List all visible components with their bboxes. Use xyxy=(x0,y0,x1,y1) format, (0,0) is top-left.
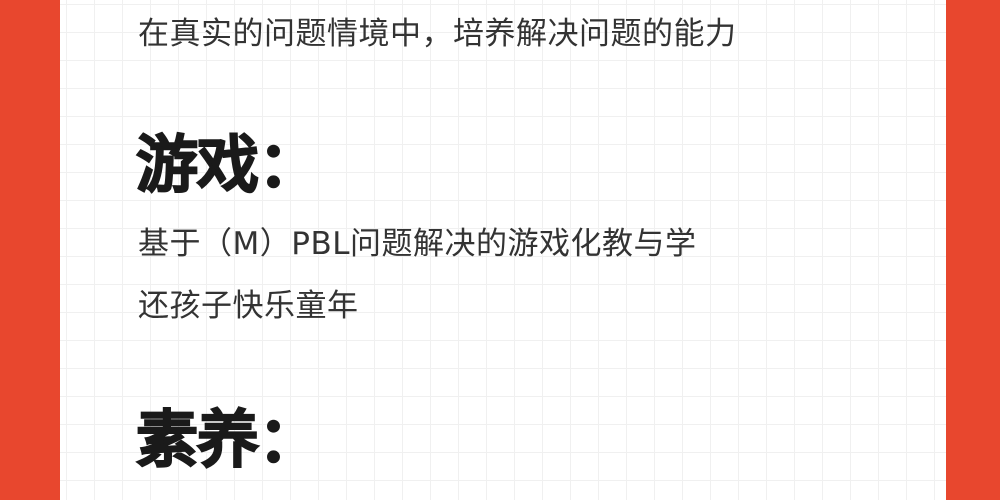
text-line-gamified-teaching: 基于（M）PBL问题解决的游戏化教与学 xyxy=(138,226,697,262)
heading-literacy: 素养： xyxy=(135,403,321,476)
text-line-happy-childhood: 还孩子快乐童年 xyxy=(138,288,359,324)
text-line-problem-solving: 在真实的问题情境中，培养解决问题的能力 xyxy=(138,16,737,52)
content-card: 在真实的问题情境中，培养解决问题的能力 游戏： 基于（M）PBL问题解决的游戏化… xyxy=(60,0,946,500)
heading-game: 游戏： xyxy=(135,128,321,201)
